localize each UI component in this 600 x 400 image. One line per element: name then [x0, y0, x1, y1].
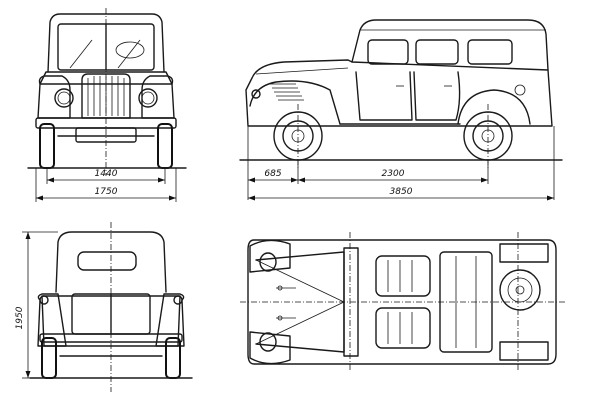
top-view — [240, 232, 566, 372]
dim-overall-height: 1950 — [15, 232, 31, 378]
dim-front-track: 1440 — [47, 169, 165, 183]
dim-wheelbase: 2300 — [298, 169, 488, 183]
dim-label-overall-length: 3850 — [390, 187, 413, 197]
side-view — [239, 19, 563, 200]
dim-front-overhang: 685 — [248, 169, 298, 183]
dim-overall-length: 3850 — [248, 187, 554, 201]
dim-label-front-track: 1440 — [95, 169, 118, 179]
front-view — [27, 8, 187, 202]
dim-label-overall-height: 1950 — [15, 306, 25, 329]
rear-view — [22, 222, 193, 392]
dim-overall-width: 1750 — [36, 187, 176, 201]
dim-label-wheelbase: 2300 — [382, 169, 405, 179]
dim-label-front-overhang: 685 — [264, 169, 281, 179]
dim-label-overall-width: 1750 — [95, 187, 118, 197]
